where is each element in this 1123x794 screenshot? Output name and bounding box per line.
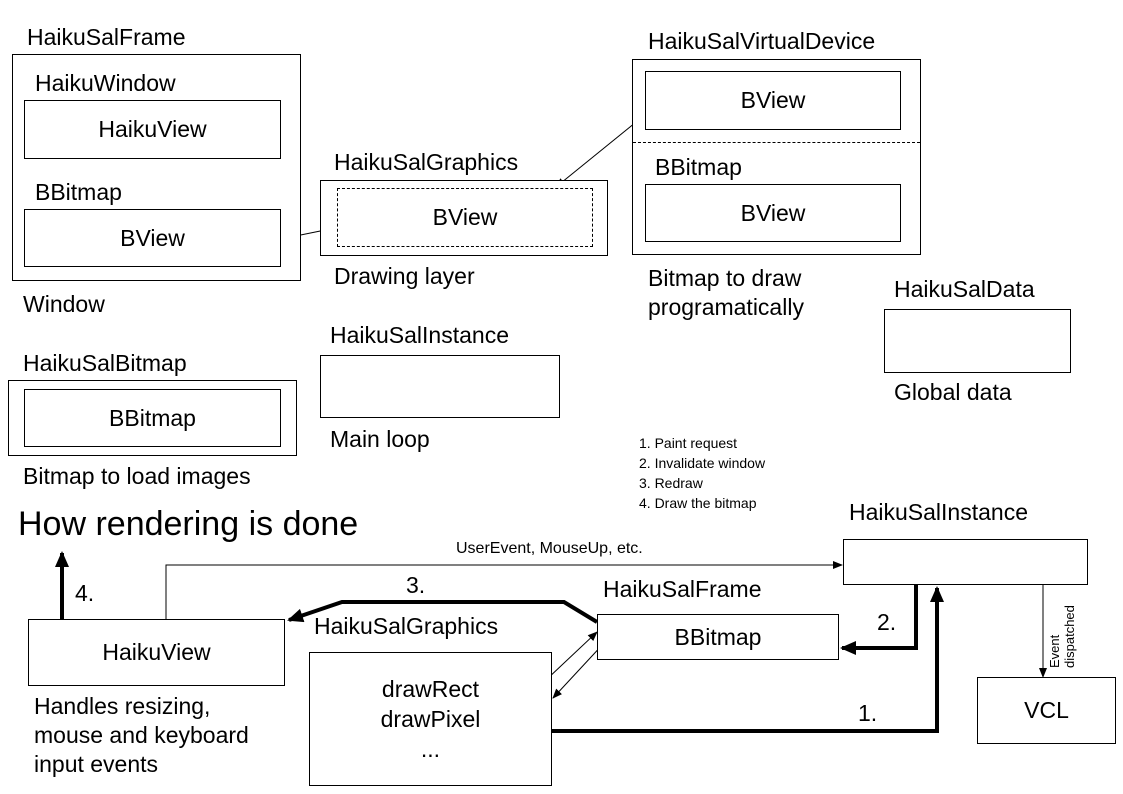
bitmap-caption: Bitmap to load images	[23, 463, 251, 489]
step1-arrow	[551, 586, 944, 733]
bitmap-bbitmap-box: BBitmap	[24, 389, 281, 447]
render-frame-bbitmap-box: BBitmap	[597, 614, 839, 660]
bview-box: BView	[24, 209, 281, 267]
step-item-2: 2. Invalidate window	[639, 455, 766, 471]
step2-label: 2.	[877, 609, 897, 635]
bitmap-group-title: HaikuSalBitmap	[23, 350, 187, 376]
window-caption: Window	[23, 291, 105, 317]
step-item-3: 3. Redraw	[639, 475, 703, 491]
window-label: HaikuWindow	[35, 70, 176, 96]
render-graphics-box: drawRect drawPixel ...	[309, 652, 552, 786]
virtual-device-title: HaikuSalVirtualDevice	[648, 28, 876, 54]
step1-label: 1.	[858, 700, 878, 726]
graphics-method-drawrect: drawRect	[381, 676, 480, 702]
graphics-method-drawpixel: drawPixel	[380, 706, 481, 732]
render-graphics-title: HaikuSalGraphics	[314, 613, 499, 639]
graphics-method-ellipsis: ...	[420, 736, 441, 762]
step-item-1: 1. Paint request	[639, 435, 738, 451]
frame-to-graphics-arrow	[552, 641, 606, 699]
haikuview-caption-line2: mouse and keyboard	[34, 722, 249, 748]
graphics-to-frame-arrow	[545, 631, 598, 681]
event-dispatched-line2: dispatched	[1062, 605, 1077, 668]
render-instance-box	[843, 539, 1088, 585]
step3-label: 3.	[406, 572, 426, 598]
user-event-label: UserEvent, MouseUp, etc.	[456, 540, 643, 557]
haikuview-box: HaikuView	[24, 100, 281, 159]
virtual-caption-line1: Bitmap to draw	[648, 265, 802, 291]
frame-group-title: HaikuSalFrame	[27, 24, 186, 50]
instance-caption: Main loop	[330, 426, 430, 452]
virtual-device-caption: Bitmap to draw programatically	[648, 264, 804, 322]
haikuview-caption-line3: input events	[34, 751, 159, 777]
virtual-bitmap-label: BBitmap	[655, 154, 742, 180]
instance-box	[320, 355, 560, 418]
virtual-device-divider	[633, 142, 920, 143]
event-dispatched-line1: Event	[1047, 634, 1062, 668]
step-item-4: 4. Draw the bitmap	[639, 495, 757, 511]
event-dispatched-label: Event dispatched	[1047, 605, 1077, 668]
virtual-bview-top-box: BView	[645, 71, 901, 130]
rendering-title: How rendering is done	[18, 505, 359, 543]
vcl-box: VCL	[977, 677, 1116, 744]
graphics-group-title: HaikuSalGraphics	[334, 149, 519, 175]
render-frame-title: HaikuSalFrame	[603, 576, 762, 602]
step2-arrow	[840, 584, 918, 655]
virtualdevice-to-graphics-arrow	[555, 113, 647, 188]
virtual-caption-line2: programatically	[648, 294, 804, 320]
graphics-bview-box: BView	[337, 188, 593, 247]
haikuview-caption: Handles resizing, mouse and keyboard inp…	[34, 692, 249, 779]
graphics-caption: Drawing layer	[334, 263, 475, 289]
step3-arrow	[287, 600, 599, 624]
steps-legend: 1. Paint request 2. Invalidate window 3.…	[639, 433, 765, 513]
data-caption: Global data	[894, 379, 1012, 405]
haikuview-caption-line1: Handles resizing,	[34, 693, 211, 719]
user-event-arrow	[165, 561, 843, 620]
data-box	[884, 309, 1071, 373]
data-title: HaikuSalData	[894, 276, 1035, 302]
instance-title: HaikuSalInstance	[330, 322, 509, 348]
render-haikuview-box: HaikuView	[28, 619, 285, 686]
bbitmap-label: BBitmap	[35, 179, 122, 205]
step4-label: 4.	[75, 580, 95, 606]
render-instance-title: HaikuSalInstance	[849, 499, 1028, 525]
virtual-bview-bottom-box: BView	[645, 184, 901, 242]
